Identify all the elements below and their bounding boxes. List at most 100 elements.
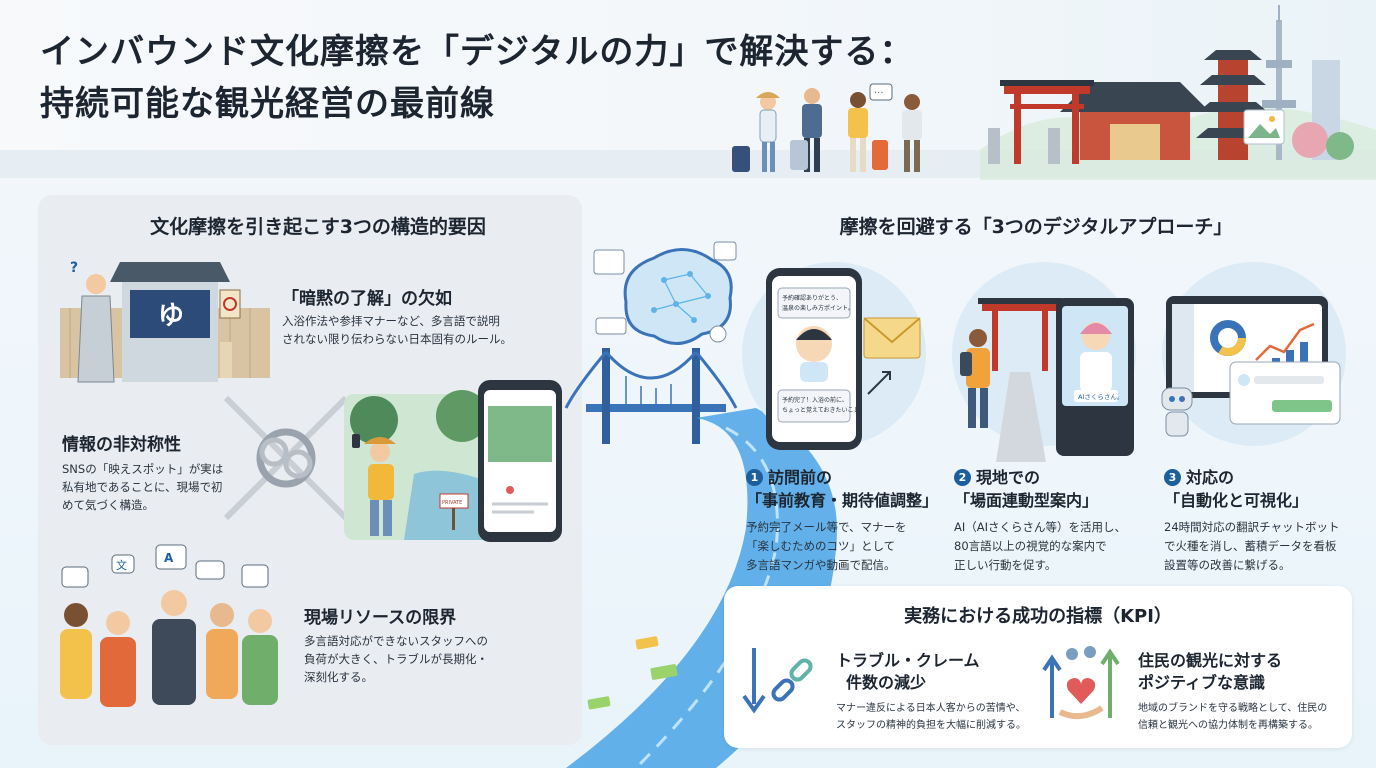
approach-2-title-text: 現地での xyxy=(976,468,1041,487)
tree-icon xyxy=(1292,122,1328,158)
envelope-icon xyxy=(863,317,921,359)
svg-text:A: A xyxy=(164,551,174,565)
gear-icon xyxy=(709,325,727,343)
traveler-icon xyxy=(848,92,888,172)
broken-chain-icon xyxy=(742,648,813,714)
phone-bubble-2-line: ちょっと覚えておきたいこと xyxy=(782,406,860,414)
kpi-2-desc-line: 地域のブランドを守る戦略として、住民の xyxy=(1138,703,1328,714)
list-card-icon xyxy=(595,317,627,335)
phone-bubble-1-line: 予約確認ありがとう、 xyxy=(782,294,842,302)
approach-2-title-line-1: 2 現地での xyxy=(954,466,1154,489)
kpi-1-title-line: トラブル・クレーム xyxy=(836,651,980,670)
kpi-1-desc-line: スタッフの精神的負担を大幅に削減する。 xyxy=(836,720,1026,731)
crowd-illustration: A 文 xyxy=(60,544,278,707)
factor-3-desc: 多言語対応ができないスタッフへの 負荷が大きく、トラブルが長期化・ 深刻化する。 xyxy=(304,632,564,686)
bathhouse-illustration: ゆ ? xyxy=(60,260,270,383)
smartphone-icon xyxy=(478,380,562,542)
factor-3-title: 現場リソースの限界 xyxy=(304,608,457,628)
tree-icon xyxy=(436,390,488,442)
person-figure xyxy=(206,603,238,699)
kpi-heading: 実務における成功の指標（KPI） xyxy=(904,606,1172,627)
factor-1-desc-line: されない限り伝わらない日本固有のルール。 xyxy=(282,332,512,346)
kpi-1-desc: マナー違反による日本人客からの苦情や、 スタッフの精神的負担を大幅に削減する。 xyxy=(836,700,1046,734)
photo-card-icon xyxy=(1243,109,1285,145)
approach-1-desc-line: 「楽しむためのコツ」として xyxy=(746,539,896,553)
approach-2-number: 2 xyxy=(954,469,971,486)
path xyxy=(996,372,1046,462)
private-sign: PRIVATE xyxy=(439,493,469,530)
svg-text:ゆ: ゆ xyxy=(158,301,184,331)
approach-3-desc-line: で火種を消し、蓄積データを看板 xyxy=(1164,539,1337,553)
approach-3-desc-line: 設置等の改善に繋げる。 xyxy=(1164,558,1291,572)
traveler-icon xyxy=(902,94,922,172)
person-figure xyxy=(100,611,136,707)
kpi-1-desc-line: マナー違反による日本人客からの苦情や、 xyxy=(836,703,1026,714)
line-chart xyxy=(1255,322,1315,361)
factor-2-desc-line: SNSの「映えスポット」が実は xyxy=(62,462,224,476)
tower-icon xyxy=(1262,5,1296,160)
smartphone-icon: 予約確認ありがとう、 温泉の楽しみ方ポイント。 予約完了！入浴の前に、 ちょっと… xyxy=(766,268,862,450)
factor-2-title: 情報の非対称性 xyxy=(62,435,181,455)
factor-1-title: 「暗黙の了解」の欠如 xyxy=(282,289,452,309)
approach-3-desc: 24時間対応の翻訳チャットボット で火種を消し、蓄積データを看板 設置等の改善に… xyxy=(1164,518,1364,575)
svg-text:···: ··· xyxy=(874,88,884,99)
approach-3-desc-line: 24時間対応の翻訳チャットボット xyxy=(1164,520,1340,534)
header-illustration: ··· xyxy=(732,5,1376,180)
approach-2-desc-line: 正しい行動を促す。 xyxy=(954,558,1057,572)
approach-1-desc-line: 予約完了メール等で、マナーを xyxy=(746,520,907,534)
svg-text:文: 文 xyxy=(116,558,127,572)
noren-curtain xyxy=(130,290,210,338)
kpi-1-title: トラブル・クレーム 件数の減少 xyxy=(836,650,1036,694)
kpi-box: 実務における成功の指標（KPI） トラブル・クレーム 件数の減少 マナー違反によ… xyxy=(724,586,1352,748)
like-icon xyxy=(506,486,514,494)
robot-icon xyxy=(1161,387,1193,437)
factor-3-desc-line: 深刻化する。 xyxy=(304,670,373,684)
approach-1-desc: 予約完了メール等で、マナーを 「楽しむためのコツ」として 多言語マンガや動画で配… xyxy=(746,518,946,575)
phone-bubble-2-line: 予約完了！入浴の前に、 xyxy=(782,396,848,404)
chart-card-icon xyxy=(593,249,625,275)
title-line-2: 持続可能な観光経営の最前線 xyxy=(40,84,495,124)
approach-3-title-line-2: 「自動化と可視化」 xyxy=(1164,491,1309,510)
approach-3-illustration xyxy=(1161,296,1341,437)
approach-2-desc: AI（AIさくらさん等）を活用し、 80言語以上の視覚的な案内で 正しい行動を促… xyxy=(954,518,1154,575)
arrow-icon xyxy=(867,371,891,395)
approach-2-desc-line: AI（AIさくらさん等）を活用し、 xyxy=(954,520,1127,534)
ai-kiosk-icon: AIさくらさん。 xyxy=(1056,298,1134,456)
photo-spot-illustration: PRIVATE xyxy=(344,380,562,542)
approach-1-desc-line: 多言語マンガや動画で配信。 xyxy=(746,558,896,572)
kpi-2-desc-line: 信頼と観光への協力体制を再構築する。 xyxy=(1138,720,1318,731)
lantern-icon xyxy=(220,342,232,378)
chat-bubble-icon: ··· xyxy=(869,83,893,101)
lantern-icon xyxy=(1048,128,1060,164)
tree-icon xyxy=(1326,132,1354,160)
data-tile xyxy=(635,636,659,650)
left-panel-heading: 文化摩擦を引き起こす3つの構造的要因 xyxy=(150,216,486,238)
approach-2-title: 2 現地での 「場面連動型案内」 xyxy=(954,466,1154,512)
tree-icon xyxy=(350,396,398,444)
brain-icon xyxy=(593,241,737,345)
kpi-2-title-line: ポジティブな意識 xyxy=(1138,673,1266,692)
approach-2-title-line-2: 「場面連動型案内」 xyxy=(954,491,1099,510)
factor-3-desc-line: 負荷が大きく、トラブルが長期化・ xyxy=(304,652,488,666)
temple-icon xyxy=(1060,82,1210,160)
travelers-illustration: ··· xyxy=(732,83,922,172)
factor-2-desc-line: めて気づく構造。 xyxy=(62,498,154,512)
tourist-taking-selfie xyxy=(352,434,396,536)
factor-2-desc-line: 私有地であることに、現場で初 xyxy=(62,480,223,494)
approach-2-desc-line: 80言語以上の視覚的な案内で xyxy=(954,539,1107,553)
approach-1-title-text: 訪問前の xyxy=(768,468,833,487)
factor-3-desc-line: 多言語対応ができないスタッフへの xyxy=(304,634,488,648)
doc-card-icon xyxy=(713,241,737,261)
speech-bubble-icon: A 文 xyxy=(61,544,269,588)
traveler-icon xyxy=(732,92,780,172)
approach-2-illustration: AIさくらさん。 xyxy=(960,298,1134,462)
knot-icon xyxy=(223,395,349,521)
svg-text:?: ? xyxy=(70,260,78,276)
data-tile xyxy=(650,664,678,680)
approach-3-number: 3 xyxy=(1164,469,1181,486)
factor-1-desc: 入浴作法や参拝マナーなど、多言語で説明 されない限り伝わらない日本固有のルール。 xyxy=(282,312,572,348)
staff-figure xyxy=(152,590,196,705)
